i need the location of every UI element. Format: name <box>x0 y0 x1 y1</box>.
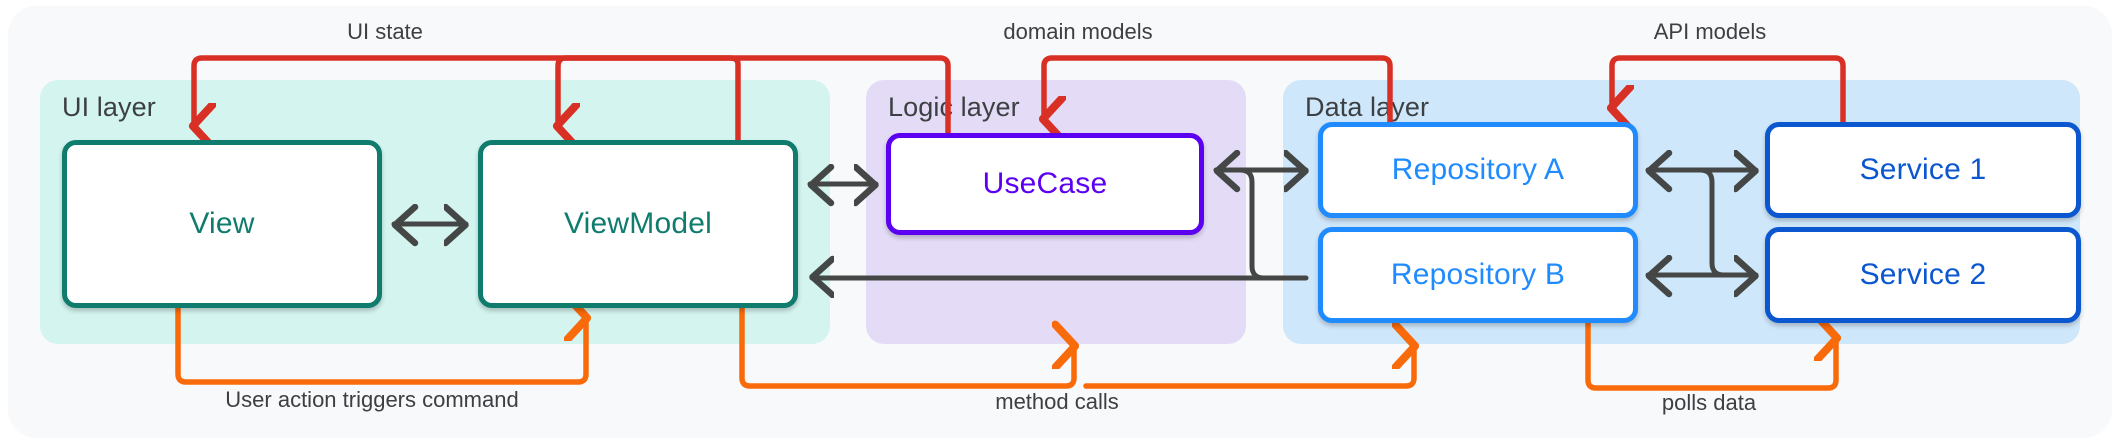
node-label-viewmodel: ViewModel <box>564 207 712 240</box>
edge-domain-models-usecase-viewmodel <box>558 55 951 133</box>
node-label-service-2: Service 2 <box>1859 258 1987 291</box>
layer-label-data: Data layer <box>1305 92 1430 122</box>
edge-user-action <box>175 308 586 385</box>
edge-label-user-action: User action triggers command <box>225 387 519 412</box>
node-label-repo-a: Repository A <box>1391 153 1565 186</box>
edge-api-models <box>1612 55 1846 122</box>
layer-label-logic: Logic layer <box>888 92 1020 122</box>
node-view[interactable]: View <box>62 140 382 308</box>
node-repo-a[interactable]: Repository A <box>1318 122 1638 218</box>
node-label-usecase: UseCase <box>982 167 1108 200</box>
node-label-service-1: Service 1 <box>1859 153 1987 186</box>
edge-method-calls-usecase-repo <box>1083 346 1414 389</box>
edge-label-method-calls: method calls <box>995 389 1119 414</box>
node-label-repo-b: Repository B <box>1390 258 1566 291</box>
node-usecase[interactable]: UseCase <box>886 133 1204 235</box>
edge-usecase-repository-bidirectional <box>1213 170 1306 281</box>
edge-label-domain-models: domain models <box>1003 19 1153 44</box>
edge-polls-data <box>1585 323 1836 391</box>
node-viewmodel[interactable]: ViewModel <box>478 140 798 308</box>
node-service-1[interactable]: Service 1 <box>1765 122 2081 218</box>
node-repo-b[interactable]: Repository B <box>1318 227 1638 323</box>
edge-repo-service-crosslink <box>1697 167 1727 278</box>
node-service-2[interactable]: Service 2 <box>1765 227 2081 323</box>
layer-label-ui: UI layer <box>62 92 156 122</box>
edge-ui-state <box>194 55 741 140</box>
edge-label-api-models: API models <box>1653 19 1767 44</box>
node-label-view: View <box>189 207 255 240</box>
edge-method-calls-viewmodel-usecase <box>739 305 1074 389</box>
edge-domain-models-repo-usecase <box>1044 55 1393 122</box>
edge-label-polls-data: polls data <box>1661 390 1757 415</box>
edge-label-ui-state: UI state <box>347 19 423 44</box>
